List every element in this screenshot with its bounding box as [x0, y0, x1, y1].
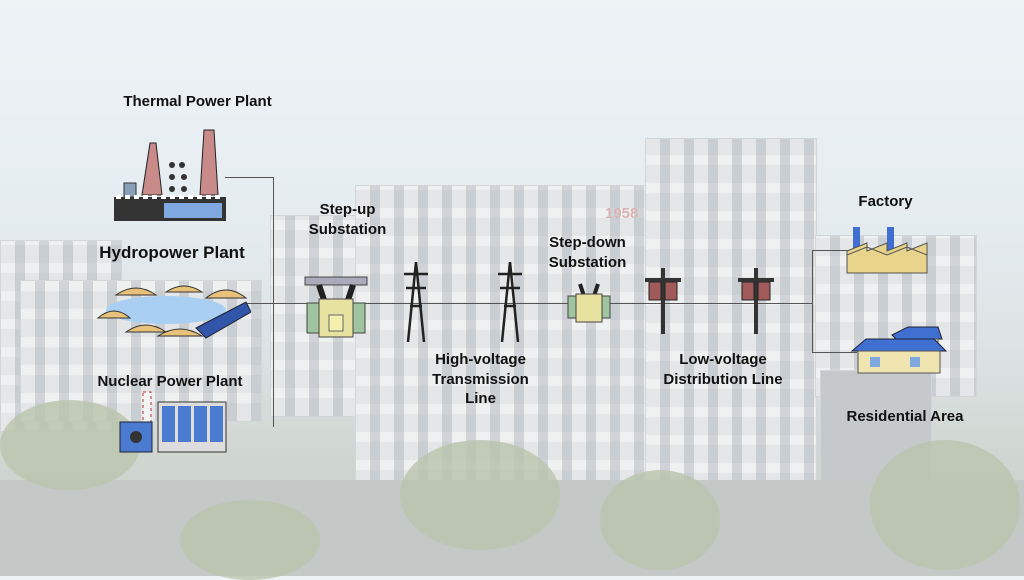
thermal-connector	[225, 177, 274, 178]
building-sign: 1958	[605, 205, 639, 222]
hydropower-plant-icon	[96, 285, 251, 339]
factory-icon	[846, 227, 928, 274]
low-voltage-line-label: Low-voltage Distribution Line	[663, 351, 783, 388]
distribution-pole-icon	[738, 268, 774, 334]
step-down-substation-icon	[567, 283, 611, 323]
residential-connector	[812, 352, 857, 353]
hydropower-plant-label: Hydropower Plant	[99, 243, 245, 262]
distribution-pole-icon	[645, 268, 681, 334]
high-voltage-line-label: High-voltage Transmission Line	[432, 351, 529, 407]
generation-bus	[273, 177, 274, 427]
step-up-substation-label: Step-up Substation	[308, 201, 387, 238]
nuclear-plant-icon	[119, 391, 227, 453]
distribution-bus	[812, 250, 813, 352]
main-power-line	[245, 303, 812, 304]
transmission-tower-icon	[498, 262, 522, 342]
thermal-power-plant-label: Thermal Power Plant	[123, 93, 272, 110]
transmission-tower-icon	[404, 262, 428, 342]
thermal-plant-icon	[114, 129, 226, 221]
factory-label: Factory	[858, 193, 913, 210]
step-down-substation-label: Step-down Substation	[548, 234, 627, 271]
factory-connector	[812, 250, 852, 251]
residential-house-icon	[850, 326, 948, 374]
step-up-substation-icon	[304, 276, 368, 338]
residential-area-label: Residential Area	[846, 408, 964, 425]
nuclear-power-plant-label: Nuclear Power Plant	[97, 373, 243, 390]
